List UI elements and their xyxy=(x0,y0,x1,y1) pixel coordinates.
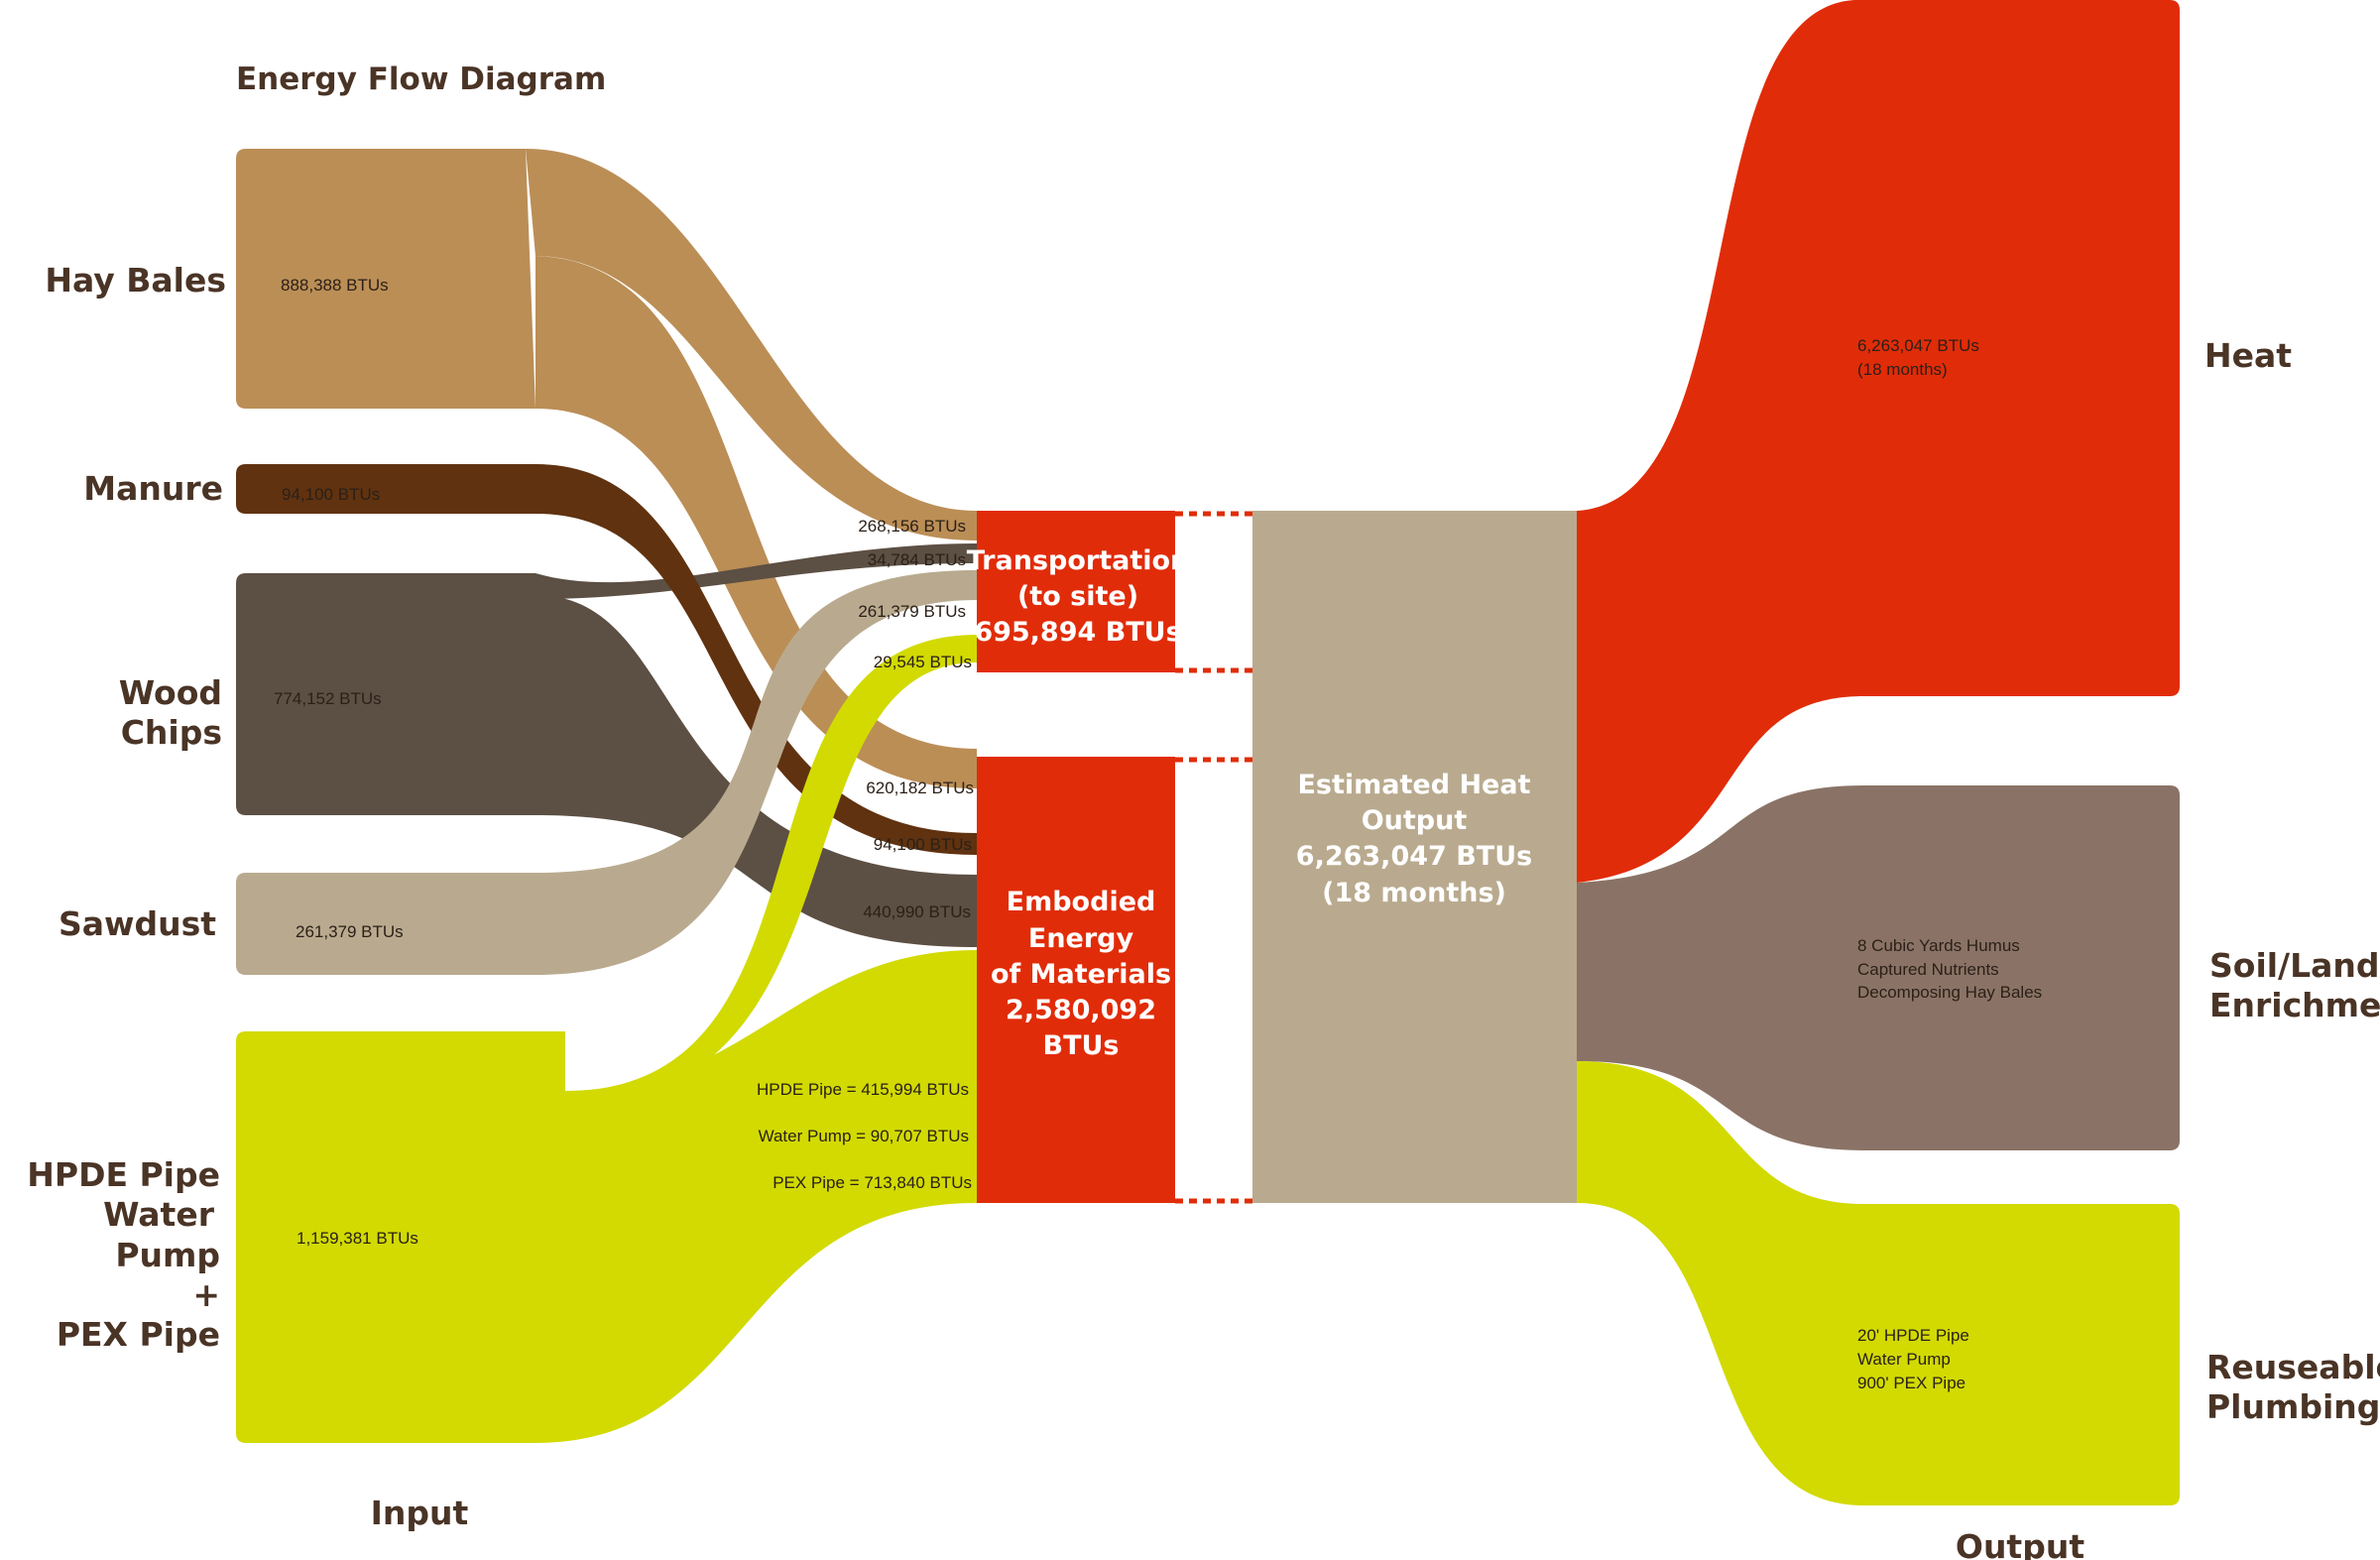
flow-label-pipe-transport: 29,545 BTUs xyxy=(874,653,972,671)
label-pipe-5: PEX Pipe xyxy=(57,1315,220,1354)
label-wood-chips-2: Chips xyxy=(121,713,222,752)
output-heat xyxy=(1577,0,2180,883)
flow-label-wood-embodied: 440,990 BTUs xyxy=(863,902,971,921)
label-pipe-3: Pump xyxy=(115,1236,220,1274)
value-hay-bales: 888,388 BTUs xyxy=(281,276,389,295)
value-wood-chips: 774,152 BTUs xyxy=(274,689,382,708)
plumbing-note-3: 900' PEX Pipe xyxy=(1857,1374,1965,1392)
dotted-connectors xyxy=(1175,511,1252,1204)
plumbing-note-1: 20' HPDE Pipe xyxy=(1857,1326,1969,1345)
value-manure: 94,100 BTUs xyxy=(282,485,380,504)
flow-hay-embodied xyxy=(536,256,977,788)
embodied-line-5: BTUs xyxy=(1043,1030,1120,1061)
section-label-input: Input xyxy=(371,1494,469,1532)
flow-label-pex: PEX Pipe = 713,840 BTUs xyxy=(773,1173,972,1192)
soil-note-3: Decomposing Hay Bales xyxy=(1857,983,2042,1002)
flow-wood-transport xyxy=(536,543,977,599)
embodied-line-1: Embodied xyxy=(1007,887,1156,917)
label-plumbing-2: Plumbing xyxy=(2206,1387,2380,1426)
label-pipe-4: + xyxy=(192,1275,220,1314)
flow-wood-embodied xyxy=(536,595,977,947)
heat-box-line-2: Output xyxy=(1362,805,1468,836)
label-soil-2: Enrichment xyxy=(2209,986,2380,1024)
label-sawdust: Sawdust xyxy=(59,904,216,943)
label-hay-bales: Hay Bales xyxy=(45,261,226,300)
embodied-line-3: of Materials xyxy=(991,959,1171,990)
flow-hay-transport xyxy=(526,149,977,540)
source-hay-bales xyxy=(236,149,536,409)
heat-box-line-3: 6,263,047 BTUs xyxy=(1296,841,1532,872)
label-soil-1: Soil/Land xyxy=(2209,946,2380,985)
soil-note-2: Captured Nutrients xyxy=(1857,960,1999,979)
output-plumbing xyxy=(1577,1061,2180,1505)
transport-subtitle: (to site) xyxy=(1017,581,1138,612)
transport-value: 695,894 BTUs xyxy=(974,617,1181,648)
label-plumbing-1: Reuseable xyxy=(2206,1348,2380,1386)
heat-note-2: (18 months) xyxy=(1857,360,1948,379)
heat-output-box xyxy=(1252,511,1577,1203)
value-pipe: 1,159,381 BTUs xyxy=(297,1229,418,1248)
label-pipe-1: HPDE Pipe xyxy=(27,1155,220,1194)
transport-box xyxy=(977,511,1175,672)
heat-box-line-4: (18 months) xyxy=(1322,878,1506,908)
flow-label-manure-embodied: 94,100 BTUs xyxy=(874,835,972,854)
label-manure: Manure xyxy=(83,469,223,508)
section-label-output: Output xyxy=(1956,1527,2084,1560)
transport-title: Transportation xyxy=(967,545,1190,576)
source-wood-chips xyxy=(236,573,536,815)
diagram-title: Energy Flow Diagram xyxy=(236,61,606,97)
embodied-box xyxy=(977,757,1175,1203)
heat-box-line-1: Estimated Heat xyxy=(1297,770,1530,800)
flow-label-hay-transport: 268,156 BTUs xyxy=(858,517,966,536)
flow-manure xyxy=(236,464,977,855)
label-wood-chips-1: Wood xyxy=(119,673,222,712)
flow-label-pump: Water Pump = 90,707 BTUs xyxy=(759,1127,969,1145)
label-heat: Heat xyxy=(2204,336,2292,375)
flow-sawdust xyxy=(236,570,977,975)
heat-note-1: 6,263,047 BTUs xyxy=(1857,336,1979,355)
embodied-line-4: 2,580,092 xyxy=(1006,995,1156,1025)
source-pipe xyxy=(236,950,977,1443)
embodied-line-2: Energy xyxy=(1028,923,1134,954)
flow-label-wood-transport: 34,784 BTUs xyxy=(868,550,966,569)
value-sawdust: 261,379 BTUs xyxy=(296,922,404,941)
plumbing-note-2: Water Pump xyxy=(1857,1350,1951,1369)
flow-label-hpde: HPDE Pipe = 415,994 BTUs xyxy=(757,1080,969,1099)
soil-note-1: 8 Cubic Yards Humus xyxy=(1857,936,2020,955)
label-pipe-2: Water xyxy=(103,1195,215,1234)
flow-label-sawdust-transport: 261,379 BTUs xyxy=(858,602,966,621)
flow-label-hay-embodied: 620,182 BTUs xyxy=(866,779,974,797)
output-soil xyxy=(1577,785,2180,1150)
